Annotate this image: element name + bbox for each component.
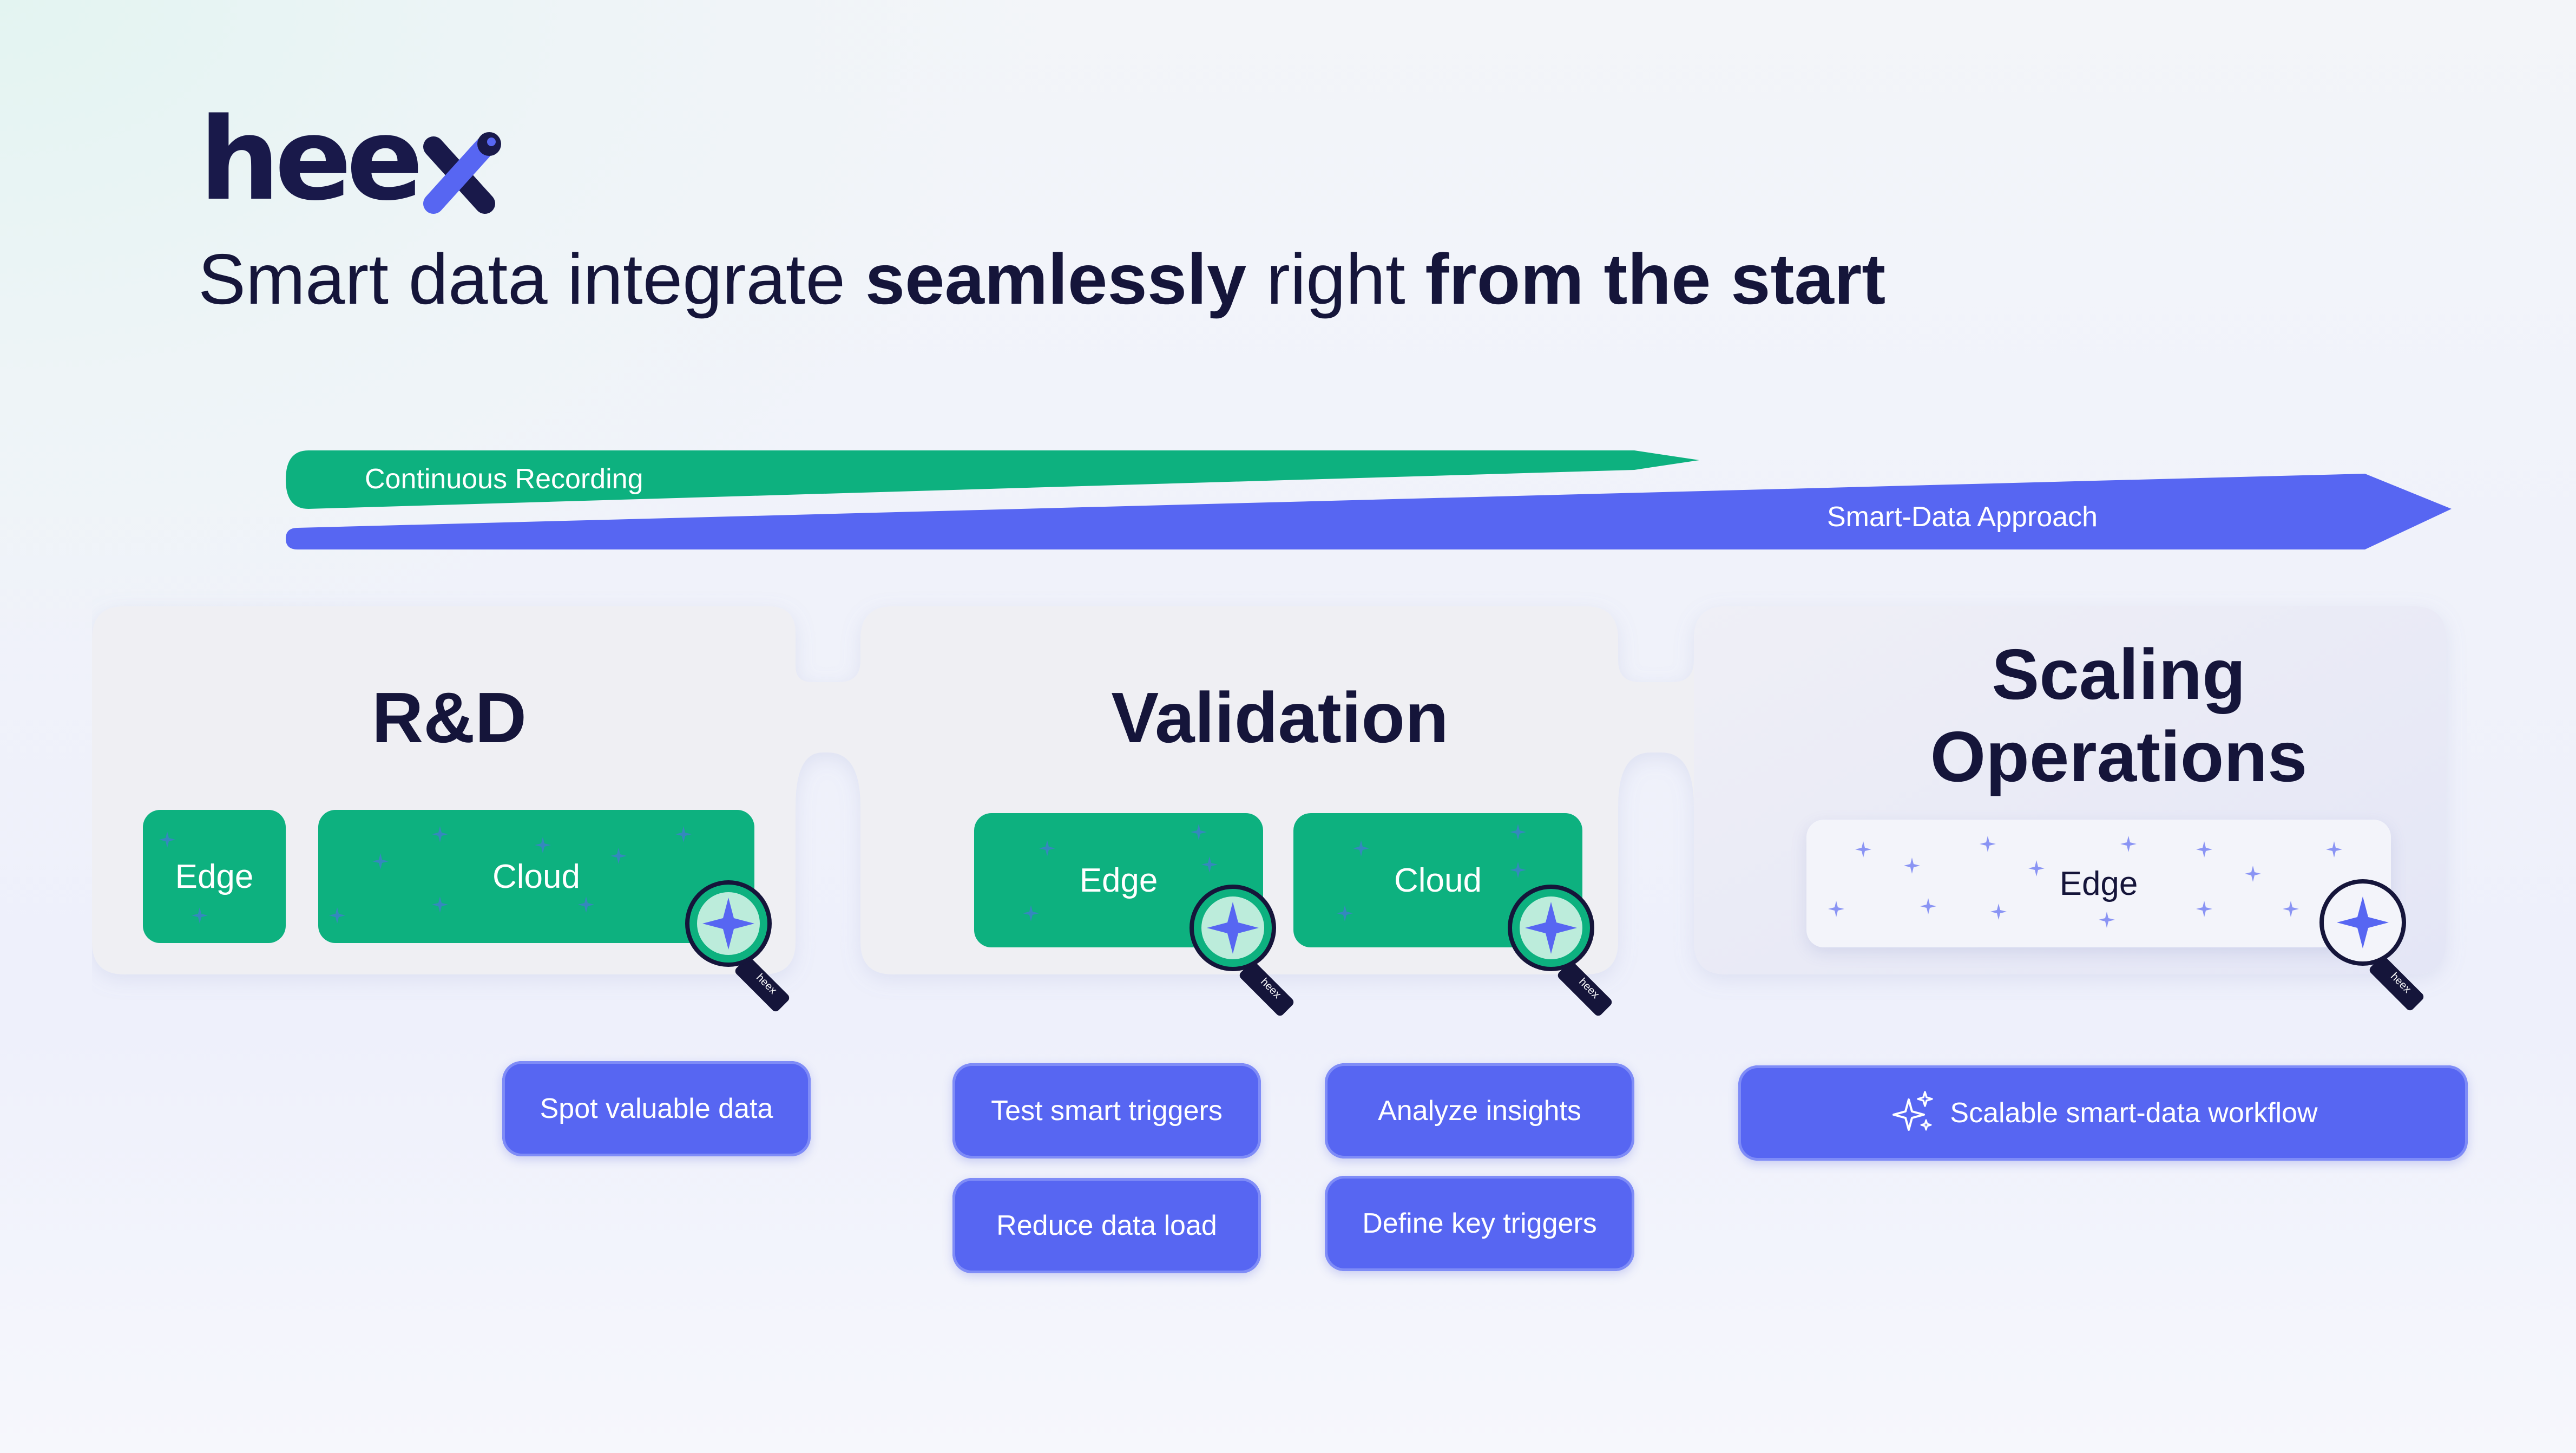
rd-edge-box: Edge: [143, 810, 286, 943]
sparkle-dot-icon: [2196, 901, 2212, 917]
analyze-insights-button[interactable]: Analyze insights: [1325, 1063, 1634, 1159]
sparkle-dot-icon: [1510, 862, 1526, 878]
headline-part2: right: [1246, 239, 1425, 319]
sparkle-dot-icon: [2099, 912, 2115, 928]
sparkle-dot-icon: [2196, 841, 2212, 858]
sparkle-dot-icon: [1904, 858, 1920, 874]
sparkle-dot-icon: [1828, 901, 1844, 917]
sparkle-dot-icon: [1980, 836, 1996, 852]
magnifier-icon: heex: [2319, 879, 2424, 1011]
magnifier-icon: heex: [1190, 885, 1294, 1016]
scalable-workflow-label: Scalable smart-data workflow: [1950, 1097, 2318, 1129]
stage-title-validation: Validation: [1111, 678, 1449, 757]
stage-title-scaling: Scaling Operations: [1770, 633, 2468, 798]
sparkle-dot-icon: [432, 896, 448, 913]
spot-valuable-data-button[interactable]: Spot valuable data: [502, 1061, 811, 1156]
sparkle-dot-icon: [2283, 901, 2299, 917]
validation-cloud-label: Cloud: [1394, 861, 1482, 899]
continuous-recording-label: Continuous Recording: [365, 463, 643, 495]
sparkle-dot-icon: [1023, 905, 1039, 921]
sparkle-dot-icon: [1510, 824, 1526, 840]
logo-x-icon: [420, 122, 507, 214]
magnifier-icon: heex: [685, 880, 790, 1012]
sparkle-dot-icon: [1855, 841, 1871, 858]
heex-logo: hee: [199, 103, 507, 217]
sparkle-dot-icon: [1353, 840, 1369, 856]
headline-part1: Smart data integrate: [198, 239, 865, 319]
logo-wordmark: hee: [199, 93, 423, 226]
sparkles-icon: [1892, 1091, 1934, 1131]
validation-edge-label: Edge: [1079, 861, 1158, 899]
reduce-data-load-button[interactable]: Reduce data load: [952, 1178, 1261, 1273]
sparkle-dot-icon: [192, 907, 208, 924]
sparkle-dot-icon: [159, 832, 175, 848]
sparkle-dot-icon: [535, 837, 551, 853]
sparkle-dot-icon: [1990, 904, 2007, 920]
sparkle-dot-icon: [2245, 866, 2261, 882]
scalable-workflow-button[interactable]: Scalable smart-data workflow: [1738, 1065, 2468, 1161]
headline-bold2: from the start: [1425, 239, 1886, 319]
smart-data-arrow: [286, 474, 2452, 549]
stage-title-scaling-line2: Operations: [1930, 716, 2308, 796]
sparkle-dot-icon: [1920, 898, 1936, 914]
sparkle-dot-icon: [610, 848, 627, 864]
test-smart-triggers-button[interactable]: Test smart triggers: [952, 1063, 1261, 1159]
stage-title-rd: R&D: [372, 678, 527, 757]
sparkle-dot-icon: [2120, 836, 2137, 852]
magnifier-icon: heex: [1508, 885, 1612, 1016]
headline-bold1: seamlessly: [865, 239, 1247, 319]
continuous-recording-arrow: [286, 450, 1699, 509]
rd-edge-label: Edge: [175, 858, 254, 895]
sparkle-dot-icon: [432, 826, 448, 842]
rd-cloud-box: Cloud: [318, 810, 754, 943]
headline: Smart data integrate seamlessly right fr…: [198, 238, 1885, 320]
sparkle-dot-icon: [2028, 860, 2045, 876]
scaling-edge-label: Edge: [2059, 865, 2138, 902]
sparkle-dot-icon: [578, 896, 594, 913]
sparkle-dot-icon: [372, 853, 389, 869]
sparkle-dot-icon: [329, 907, 345, 924]
sparkle-dot-icon: [675, 826, 692, 842]
sparkle-dot-icon: [2326, 841, 2342, 858]
sparkle-dot-icon: [1337, 905, 1353, 921]
timeline-arrows: [286, 450, 2452, 549]
define-key-triggers-button[interactable]: Define key triggers: [1325, 1176, 1634, 1271]
scaling-edge-box: Edge: [1806, 820, 2391, 947]
sparkle-dot-icon: [1201, 856, 1218, 873]
sparkle-dot-icon: [1191, 824, 1207, 840]
rd-cloud-label: Cloud: [492, 858, 580, 895]
stage-title-scaling-line1: Scaling: [1992, 634, 2246, 714]
sparkle-dot-icon: [1039, 840, 1055, 856]
smart-data-label: Smart-Data Approach: [1827, 501, 2098, 533]
